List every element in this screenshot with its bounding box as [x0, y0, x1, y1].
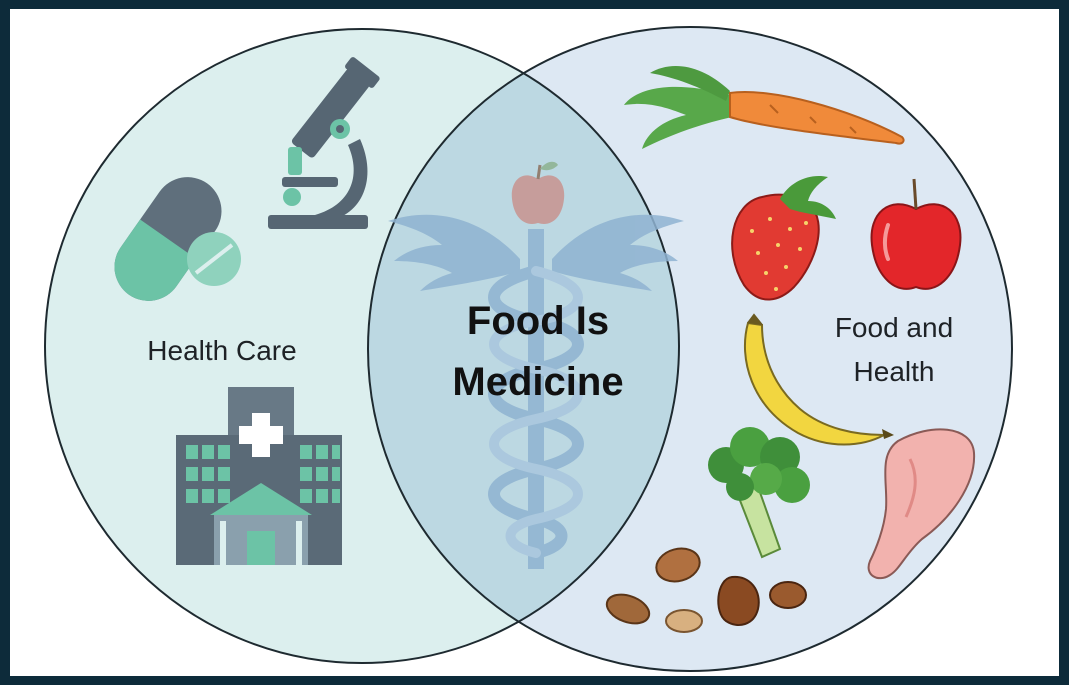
chicken-leg-icon [867, 428, 976, 580]
health-care-label: Health Care [147, 335, 296, 366]
broccoli-icon [708, 427, 810, 559]
caduceus-icon [388, 214, 684, 569]
apple-icon [870, 178, 962, 290]
nuts-icon [605, 547, 807, 633]
food-health-label-line2: Health [854, 356, 935, 387]
food-health-label-line1: Food and [835, 312, 953, 343]
hospital-icon [176, 387, 342, 565]
pill-icon [114, 177, 222, 301]
microscope-icon [268, 57, 380, 229]
venn-diagram: Health Care Food Is Medicine [44, 26, 1013, 672]
center-label-line1: Food Is [467, 299, 609, 343]
banana-icon [744, 313, 894, 446]
diagram-frame: Health Care Food Is Medicine [10, 9, 1059, 676]
carrot-icon [624, 66, 905, 149]
strawberry-icon [731, 175, 836, 301]
apple-icon [511, 161, 565, 224]
tablet-icon [187, 232, 241, 286]
center-label-line2: Medicine [452, 360, 623, 404]
